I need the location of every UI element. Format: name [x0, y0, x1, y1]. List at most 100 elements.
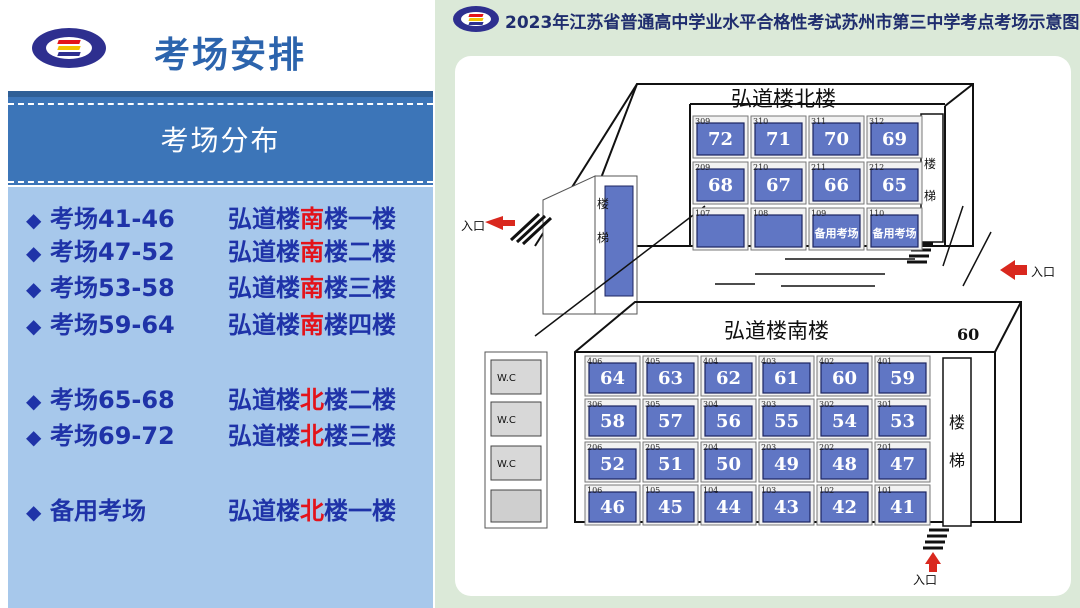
location-wing: 北 [300, 497, 324, 525]
entrance-south: 入口 [913, 552, 941, 587]
room: 107 [692, 207, 749, 251]
room-number: 备用考场 [814, 226, 859, 240]
stairs-label-bottom: 梯 [924, 189, 936, 203]
stairs-label-bottom: 梯 [949, 451, 965, 470]
stairs-label-top: 楼 [924, 156, 936, 171]
room-number: 50 [716, 454, 741, 475]
school-logo [32, 28, 106, 68]
entrance-label: 入口 [461, 219, 485, 233]
room-number: 62 [716, 368, 741, 389]
wc-block: W.C W.C W.C [484, 351, 548, 529]
room-number: 44 [716, 497, 741, 518]
wc-label: W.C [497, 373, 516, 384]
room-distribution-list: ◆考场41-46 弘道楼南楼一楼 ◆考场47-52 弘道楼南楼二楼 ◆考场53-… [8, 187, 433, 608]
room-number: 59 [890, 368, 915, 389]
room-number: 61 [774, 368, 799, 389]
room-number: 71 [766, 129, 791, 150]
room-location: 弘道楼南楼一楼 [228, 199, 396, 234]
room-number: 55 [774, 411, 799, 432]
room-code: 312 [869, 117, 884, 126]
location-wing: 南 [300, 238, 324, 266]
room-code: 306 [587, 400, 602, 409]
room-code: 405 [645, 357, 660, 366]
diamond-bullet-icon: ◆ [26, 277, 42, 301]
room-code: 110 [869, 209, 884, 218]
room-location: 弘道楼北楼三楼 [228, 416, 396, 451]
room-location: 弘道楼南楼二楼 [228, 232, 396, 267]
room-code: 309 [695, 117, 710, 126]
room-number: 67 [766, 175, 791, 196]
room-code: 108 [753, 209, 768, 218]
room-code: 107 [695, 209, 710, 218]
location-building: 弘道楼 [228, 422, 300, 450]
room-number: 57 [658, 411, 683, 432]
room-range: 考场65-68 [50, 386, 175, 414]
room-number: 43 [774, 497, 799, 518]
room-number: 42 [832, 497, 857, 518]
room-code: 305 [645, 400, 660, 409]
wc-label: W.C [497, 459, 516, 470]
south-stairs-steps [923, 528, 949, 550]
list-item: ◆考场47-52 弘道楼南楼二楼 [26, 232, 396, 266]
room-number: 45 [658, 497, 683, 518]
location-wing: 南 [300, 311, 324, 339]
divider [8, 91, 433, 97]
room: 108 [750, 207, 807, 251]
room-number: 58 [600, 411, 625, 432]
location-floor: 楼二楼 [324, 386, 396, 414]
annex-stairs-label: 楼 [597, 196, 609, 211]
room-code: 102 [819, 486, 834, 495]
room-number: 51 [658, 454, 683, 475]
section-band: 考场分布 [8, 97, 433, 185]
room-number: 56 [716, 411, 741, 432]
room-location: 弘道楼南楼四楼 [228, 305, 396, 340]
room-number: 47 [890, 454, 915, 475]
north-building-label: 弘道楼北楼 [731, 87, 836, 111]
room-code: 402 [819, 357, 834, 366]
north-stairs [920, 113, 944, 243]
room-code: 304 [703, 400, 718, 409]
map-title: 2023年江苏省普通高中学业水平合格性考试苏州市第三中学考点考场示意图 [505, 13, 1080, 33]
room-range: 考场69-72 [50, 422, 175, 450]
entrance-arrow-icon [485, 216, 515, 230]
diamond-bullet-icon: ◆ [26, 314, 42, 338]
room-number: 66 [824, 175, 849, 196]
stairs-label-top: 楼 [949, 413, 965, 432]
room-code: 211 [811, 163, 826, 172]
location-floor: 楼一楼 [324, 205, 396, 233]
list-item: ◆考场65-68 弘道楼北楼二楼 [26, 380, 396, 414]
left-panel: 考场安排 考场分布 ◆考场41-46 弘道楼南楼一楼 ◆考场47-52 弘道楼南… [0, 0, 435, 608]
location-building: 弘道楼 [228, 274, 300, 302]
diamond-bullet-icon: ◆ [26, 208, 42, 232]
diamond-bullet-icon: ◆ [26, 425, 42, 449]
room-code: 301 [877, 400, 892, 409]
room-code: 401 [877, 357, 892, 366]
room-code: 210 [753, 163, 768, 172]
location-floor: 楼二楼 [324, 238, 396, 266]
section-title: 考场分布 [160, 124, 281, 157]
room-code: 209 [695, 163, 710, 172]
room-range: 备用考场 [50, 497, 146, 525]
room-number: 54 [832, 411, 857, 432]
location-building: 弘道楼 [228, 386, 300, 414]
room-number: 49 [774, 454, 799, 475]
room-number: 68 [708, 175, 733, 196]
room-code: 406 [587, 357, 602, 366]
location-floor: 楼三楼 [324, 422, 396, 450]
